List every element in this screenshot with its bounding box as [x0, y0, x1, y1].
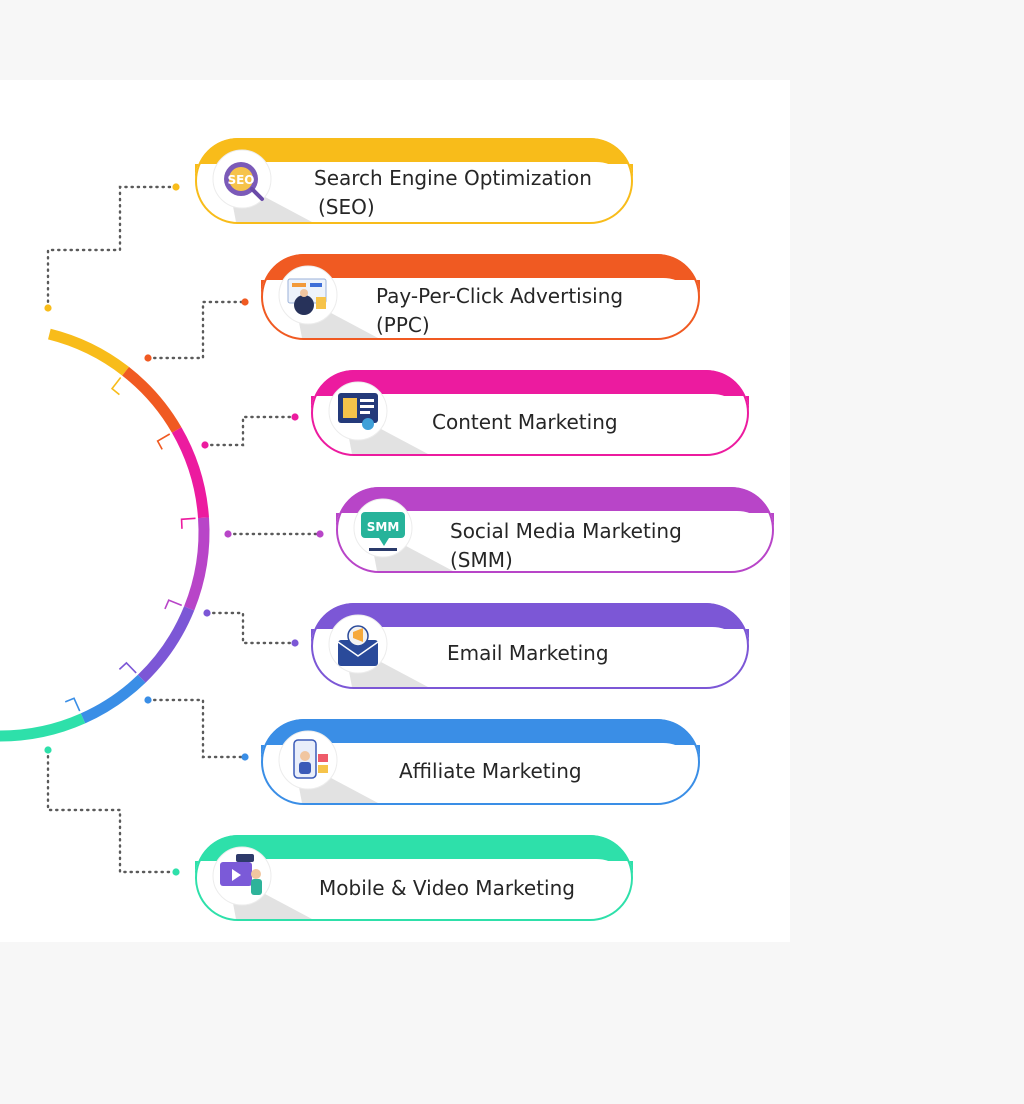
label-ppc: Pay-Per-Click Advertising(PPC)	[376, 284, 624, 337]
ring-segment	[47, 328, 129, 376]
connector-dot	[241, 298, 249, 306]
ring-tick	[118, 661, 137, 674]
card-body	[198, 859, 630, 918]
ring-segment	[0, 713, 86, 742]
label-video: Mobile & Video Marketing	[319, 876, 575, 900]
connector-dot	[224, 530, 232, 538]
card-band	[195, 835, 633, 878]
item-card	[261, 254, 700, 340]
connector-dot	[44, 304, 52, 312]
card-outline	[336, 487, 774, 573]
connector-line	[46, 748, 178, 874]
card-body	[339, 511, 771, 570]
label-content: Content Marketing	[432, 410, 618, 434]
card-body	[264, 743, 697, 802]
smm-icon: SMM	[361, 512, 405, 551]
card-outline	[311, 370, 749, 456]
connector-dot	[201, 441, 209, 449]
ring-segment	[184, 517, 210, 611]
card-band	[336, 487, 774, 530]
connector-line	[205, 611, 297, 645]
connector-dot	[172, 868, 180, 876]
svg-text:SEO: SEO	[227, 173, 254, 187]
ring-tick	[156, 433, 171, 450]
card-body	[264, 278, 697, 337]
card-outline	[261, 254, 700, 340]
label-smm: Social Media Marketing(SMM)	[450, 519, 682, 572]
connector-dot	[241, 753, 249, 761]
label-seo: Search Engine Optimization(SEO)	[314, 166, 592, 219]
connector-dot	[44, 746, 52, 754]
card-outline	[311, 603, 749, 689]
card-body	[314, 394, 746, 453]
affiliate-icon	[293, 739, 328, 779]
connector-line	[203, 415, 297, 447]
card-band	[311, 603, 749, 646]
ring-segment	[80, 674, 146, 724]
item-card: SMM	[336, 487, 774, 573]
connector-line	[146, 300, 247, 360]
svg-text:SMM: SMM	[367, 520, 400, 534]
label-affiliate: Affiliate Marketing	[399, 759, 582, 783]
diagram-svg: SEO SMM	[0, 138, 774, 921]
card-body	[314, 627, 746, 686]
ring-tick	[110, 377, 122, 396]
card-outline	[195, 138, 633, 224]
ring-segment	[137, 606, 195, 683]
content-icon	[338, 393, 378, 430]
connector-dot	[203, 609, 211, 617]
ring-segment	[171, 427, 209, 519]
card-body	[198, 162, 630, 221]
label-email: Email Marketing	[447, 641, 609, 665]
item-card	[261, 719, 700, 805]
ppc-icon	[287, 278, 327, 315]
item-card: SEO	[195, 138, 633, 224]
card-band	[261, 719, 700, 762]
card-band	[195, 138, 633, 181]
video-icon	[220, 854, 262, 895]
connector-dot	[316, 530, 324, 538]
card-band	[261, 254, 700, 297]
ring-segment	[122, 366, 182, 433]
connector-dot	[172, 183, 180, 191]
email-icon	[337, 625, 379, 666]
card-outline	[261, 719, 700, 805]
diagram-canvas: SEO SMM Search Engine Optimization(SEO) P…	[0, 80, 790, 942]
connector-dot	[291, 413, 299, 421]
ring-tick	[164, 599, 183, 610]
ring-tick	[180, 517, 196, 529]
connector-dot	[291, 639, 299, 647]
item-card	[195, 835, 633, 921]
connector-dot	[144, 354, 152, 362]
connector-line	[146, 698, 247, 759]
connector-dot	[144, 696, 152, 704]
card-band	[311, 370, 749, 413]
item-card	[311, 603, 749, 689]
seo-icon: SEO	[224, 162, 264, 201]
connector-line	[46, 185, 178, 310]
ring-tick	[64, 697, 81, 712]
card-outline	[195, 835, 633, 921]
item-card	[311, 370, 749, 456]
